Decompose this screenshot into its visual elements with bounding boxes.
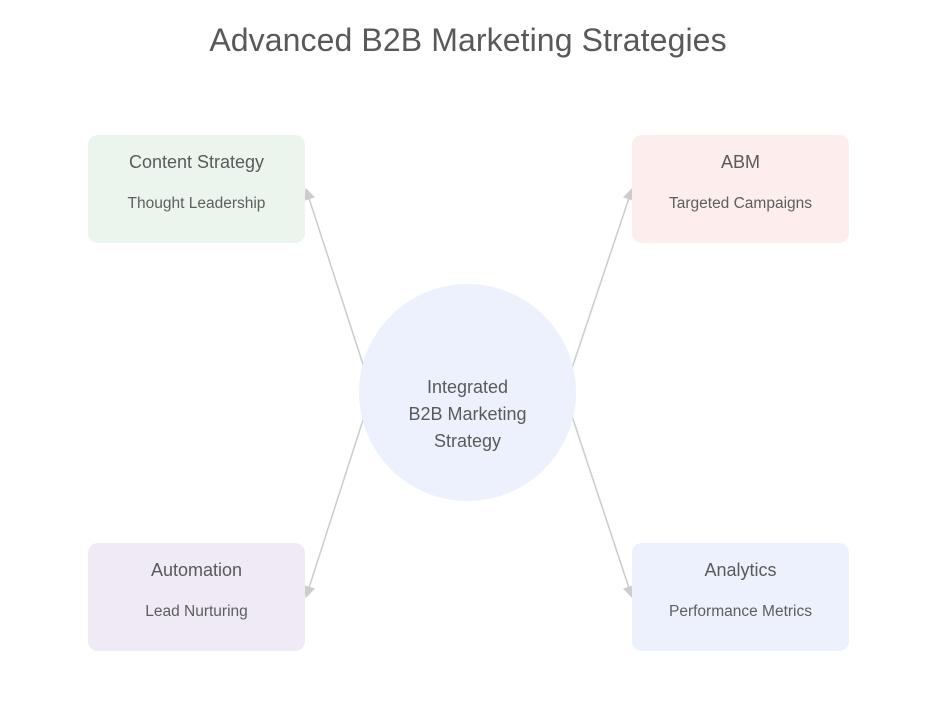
node-subtitle: Targeted Campaigns bbox=[668, 195, 813, 212]
node-title: Automation bbox=[150, 560, 243, 580]
node-title: Analytics bbox=[704, 560, 777, 580]
node-title: Content Strategy bbox=[128, 152, 265, 172]
node-abm: ABM Targeted Campaigns bbox=[632, 135, 849, 243]
connector-to-content-strategy bbox=[303, 187, 373, 393]
node-content-strategy: Content Strategy Thought Leadership bbox=[88, 135, 305, 243]
node-subtitle: Lead Nurturing bbox=[145, 603, 248, 620]
node-analytics: Analytics Performance Metrics bbox=[632, 543, 849, 651]
hub-label-line-2: B2B Marketing bbox=[408, 404, 527, 424]
connector-to-automation bbox=[303, 391, 373, 599]
hub-label-line-1: Integrated bbox=[426, 377, 509, 397]
hub-label-line-3: Strategy bbox=[433, 431, 502, 451]
hub-label: Integrated B2B Marketing Strategy bbox=[359, 374, 576, 455]
node-automation: Automation Lead Nurturing bbox=[88, 543, 305, 651]
diagram-title: Advanced B2B Marketing Strategies bbox=[209, 22, 727, 58]
node-subtitle: Performance Metrics bbox=[669, 603, 812, 620]
node-title: ABM bbox=[720, 152, 760, 172]
connector-to-abm bbox=[563, 187, 635, 393]
connector-to-analytics bbox=[563, 391, 635, 599]
central-hub-node: Integrated B2B Marketing Strategy bbox=[359, 284, 576, 501]
node-subtitle: Thought Leadership bbox=[127, 195, 266, 212]
